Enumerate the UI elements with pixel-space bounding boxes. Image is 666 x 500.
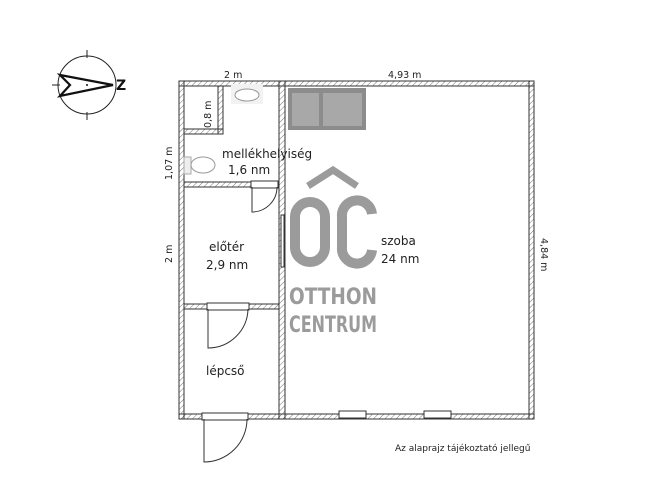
logo-line2: CENTRUM <box>289 313 377 338</box>
room-name-hall: előtér <box>209 240 244 254</box>
dim-left-lower: 2 m <box>164 245 175 263</box>
room-name-room: szoba <box>381 234 416 248</box>
compass-north-label: Z <box>116 78 126 94</box>
compass-icon: Z <box>52 50 126 120</box>
dim-closet: 0,8 m <box>203 101 214 128</box>
dim-left-upper: 1,07 m <box>164 147 175 180</box>
disclaimer-note: Az alaprajz tájékoztató jellegű <box>395 443 530 454</box>
room-area-room: 24 nm <box>381 252 419 266</box>
dim-right: 4,84 m <box>538 238 549 271</box>
kitchen-sink-icon <box>288 88 366 130</box>
room-area-hall: 2,9 nm <box>206 258 248 272</box>
dim-top-left: 2 m <box>224 70 242 81</box>
dim-top-right: 4,93 m <box>388 70 421 81</box>
room-name-wc: mellékhelyiség <box>222 147 312 161</box>
doors <box>201 180 285 463</box>
logo-mark-icon <box>290 195 377 269</box>
washbasin-icon <box>231 84 263 104</box>
room-name-stairs: lépcső <box>206 364 245 378</box>
toilet-icon <box>183 156 216 175</box>
room-area-wc: 1,6 nm <box>228 163 270 177</box>
logo-line1: OTTHON <box>289 285 377 310</box>
otthon-centrum-logo: OTTHON CENTRUM <box>289 165 377 338</box>
windows <box>338 410 452 419</box>
